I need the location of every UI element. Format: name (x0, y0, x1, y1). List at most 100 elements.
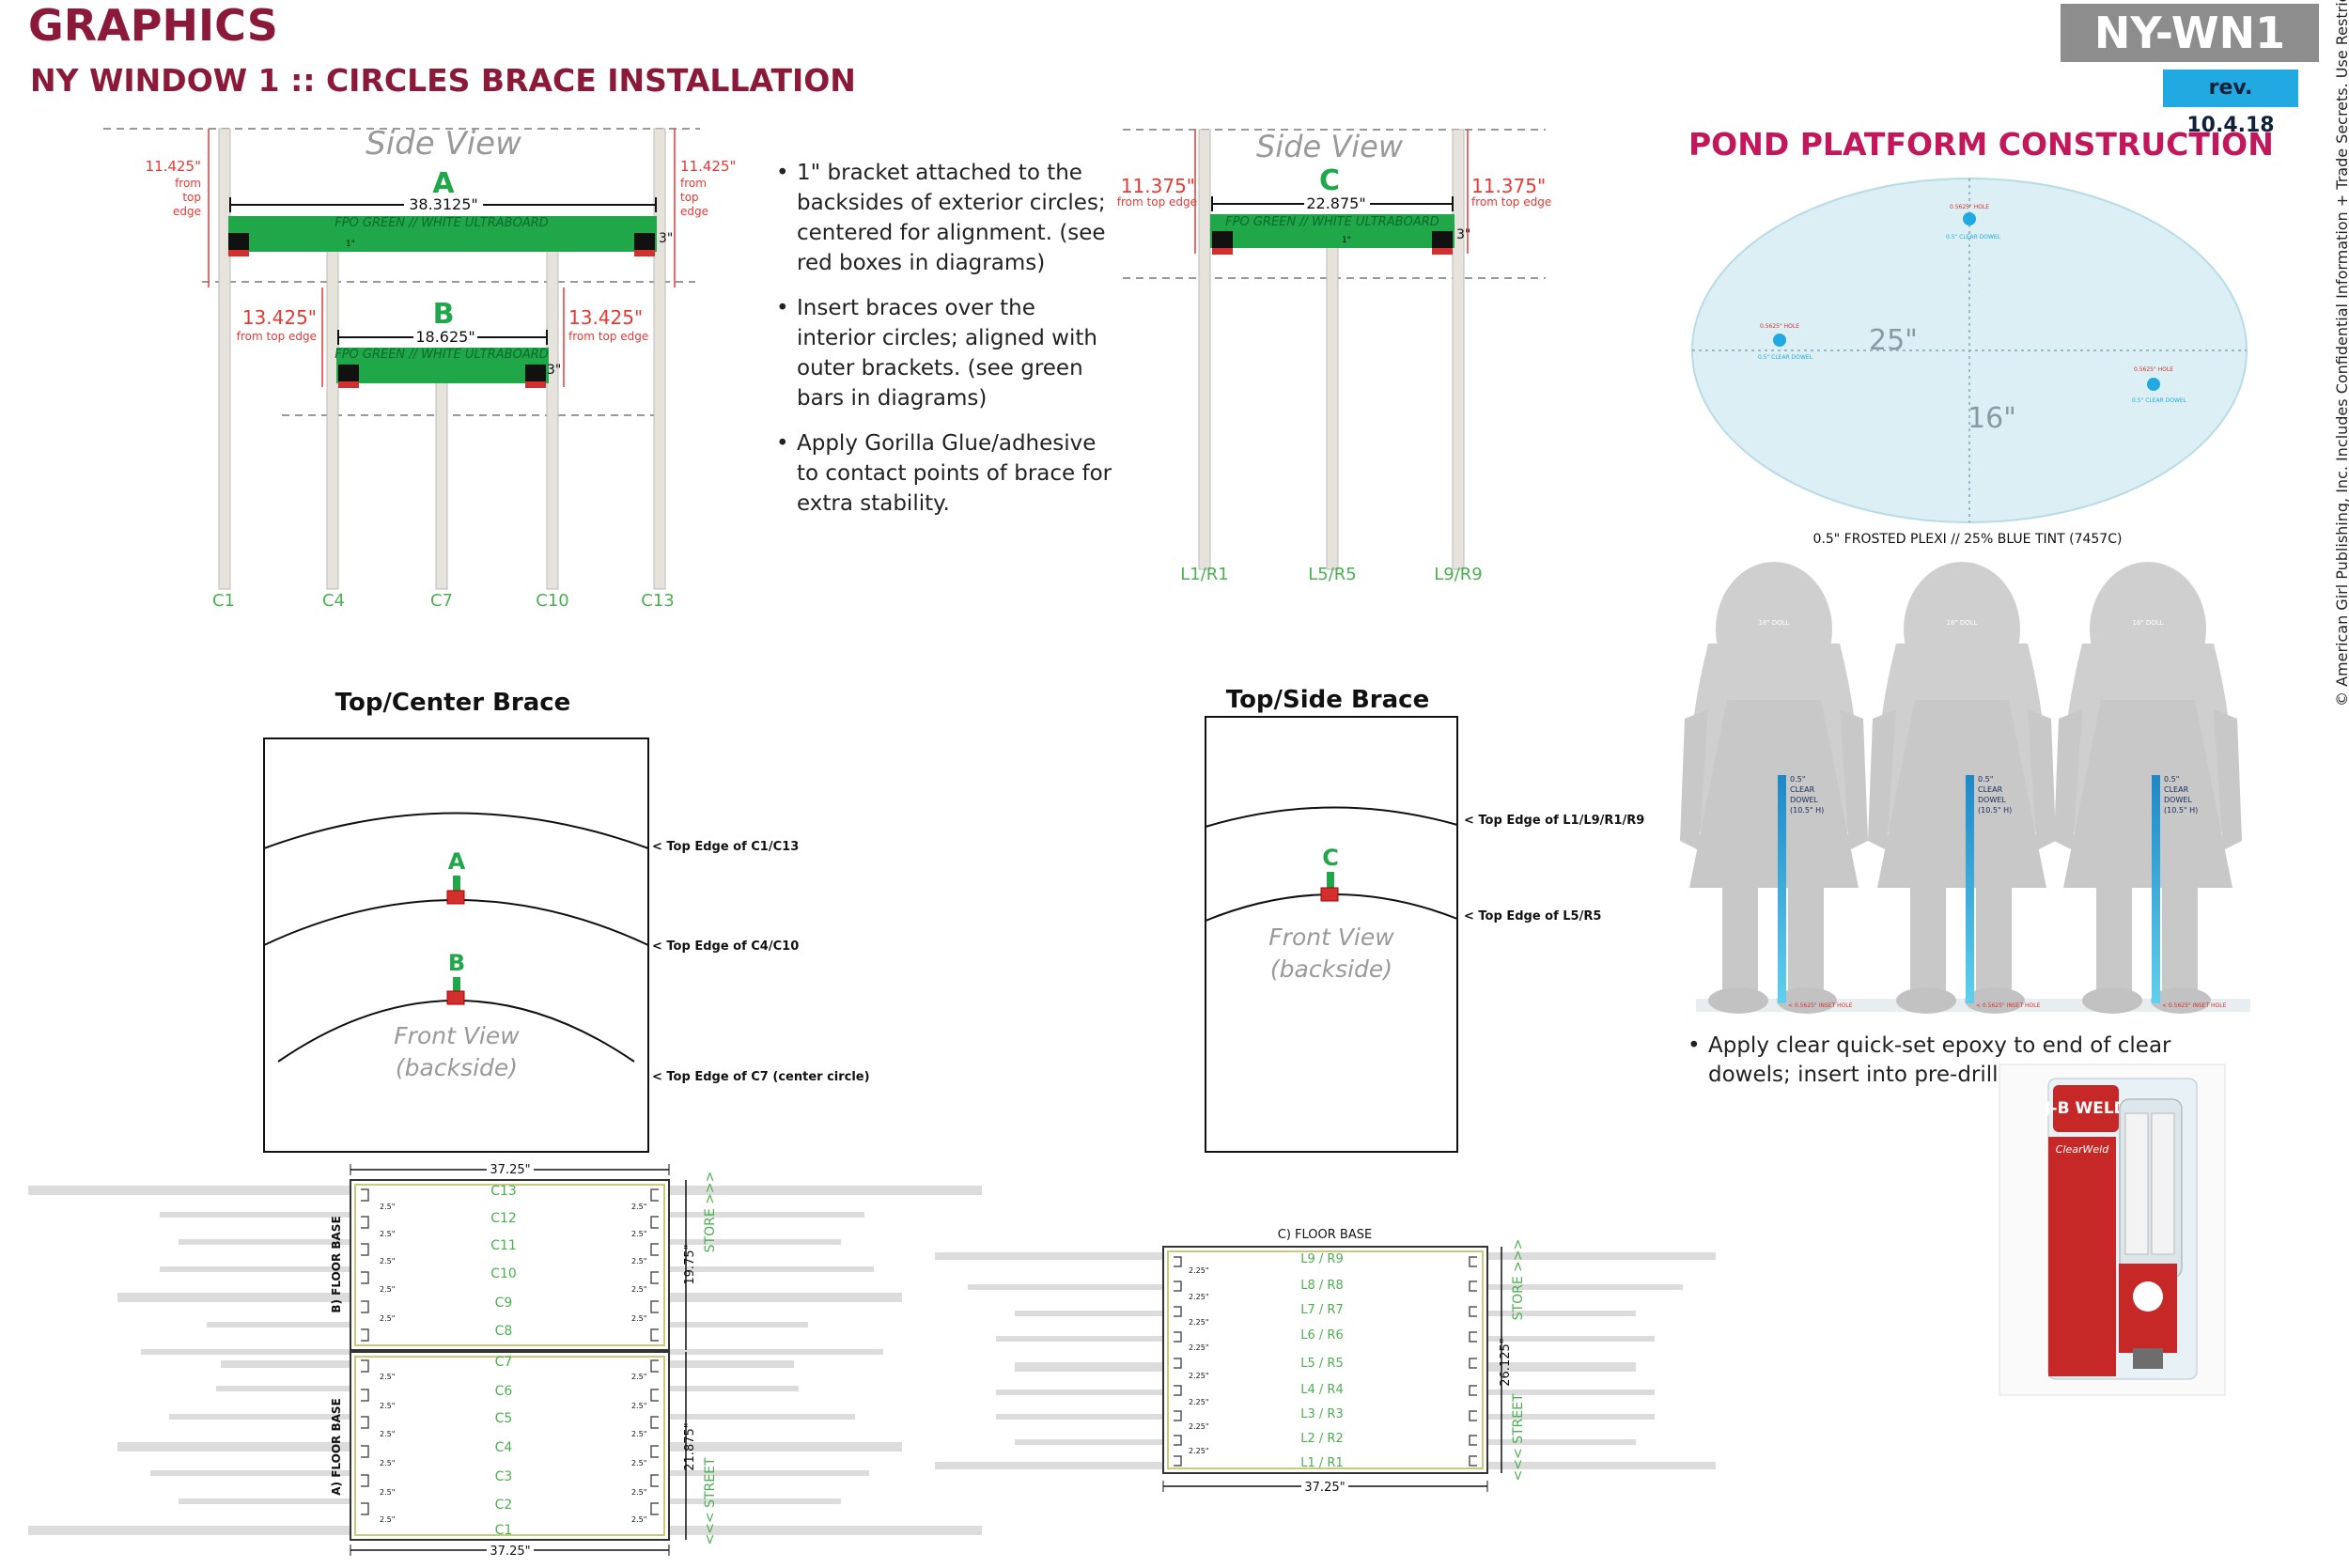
clear-dowel (1966, 775, 1974, 1003)
svg-text:2.25": 2.25" (1189, 1422, 1209, 1431)
base-width: 37.25" (490, 1163, 530, 1177)
svg-text:from top edge: from top edge (1117, 195, 1197, 209)
row-label: C1 (495, 1523, 513, 1538)
bracket-red-box (1432, 248, 1453, 255)
svg-text:2.5": 2.5" (631, 1257, 646, 1265)
bracket-red-box (446, 990, 465, 1005)
svg-text:top: top (680, 191, 699, 204)
svg-text:2.5": 2.5" (631, 1488, 646, 1497)
doll-silhouette (2054, 562, 2242, 1014)
row-label: C11 (490, 1238, 517, 1253)
svg-text:CLEAR: CLEAR (1790, 785, 1815, 794)
row-label: C7 (495, 1355, 513, 1370)
base-c-label: C) FLOOR BASE (1278, 1228, 1372, 1242)
svg-text:0.5625" HOLE: 0.5625" HOLE (1760, 323, 1799, 330)
jb-weld-product-image: J-B WELD ClearWeld (1999, 1063, 2226, 1396)
hole-tag: < 0.5625" INSET HOLE (2162, 1002, 2227, 1009)
svg-text:2.25": 2.25" (1189, 1293, 1209, 1301)
svg-text:2.5": 2.5" (380, 1515, 395, 1524)
svg-text:2.5": 2.5" (380, 1203, 395, 1211)
row-label: C5 (495, 1411, 513, 1426)
row-label: L8 / R8 (1300, 1279, 1343, 1293)
svg-text:2.5": 2.5" (631, 1203, 646, 1211)
bracket-red-box (525, 381, 546, 388)
row-label: L2 / R2 (1300, 1432, 1343, 1446)
doll-size-tag: 18" DOLL (1946, 619, 1977, 627)
svg-text:DOWEL: DOWEL (1978, 796, 2006, 804)
post-label: C7 (430, 591, 453, 611)
front-view-sublabel: (backside) (1270, 955, 1392, 983)
side-view-left: FPO GREEN // WHITE ULTRABOARD 1" 3" 38.3… (103, 125, 736, 611)
svg-text:DOWEL: DOWEL (1790, 796, 1818, 804)
svg-text:CLEAR: CLEAR (2164, 785, 2189, 794)
svg-text:0.5" CLEAR DOWEL: 0.5" CLEAR DOWEL (1758, 354, 1813, 361)
svg-text:2.5": 2.5" (631, 1515, 646, 1524)
svg-text:0.5" CLEAR DOWEL: 0.5" CLEAR DOWEL (1946, 234, 2001, 241)
row-label: C13 (490, 1184, 517, 1199)
bracket-red-box (634, 250, 655, 256)
row-label: C8 (495, 1324, 513, 1339)
svg-text:2.25": 2.25" (1189, 1343, 1209, 1352)
base-c-height: 26.125" (1499, 1338, 1513, 1386)
pond-title: POND PLATFORM CONSTRUCTION (1688, 126, 2274, 163)
base-a-label: A) FLOOR BASE (330, 1398, 343, 1495)
svg-text:2.5": 2.5" (380, 1459, 395, 1467)
post-c7 (435, 370, 448, 590)
post-label: L1/R1 (1180, 565, 1229, 584)
clear-dowel (2152, 775, 2160, 1003)
brace-c-bar (1210, 214, 1455, 248)
svg-text:0.5": 0.5" (2164, 775, 2179, 784)
post-label: C10 (536, 591, 568, 611)
pond-depth-label: 16" (1968, 402, 2016, 435)
floor-bases-ab: 37.25" 37.25" 19.75" 21.875" STORE >>> <… (28, 1161, 982, 1559)
dim-top-left: 11.425" (146, 158, 201, 175)
street-direction: <<< STREET (1511, 1393, 1526, 1481)
svg-text:0.5625" HOLE: 0.5625" HOLE (1950, 204, 1989, 210)
svg-text:2.25": 2.25" (1189, 1447, 1209, 1455)
svg-text:0.5": 0.5" (1978, 775, 1993, 784)
svg-text:2.5": 2.5" (631, 1373, 646, 1381)
front-view-frame (263, 737, 649, 1153)
row-label: C4 (495, 1440, 513, 1455)
marker-a: A (448, 848, 466, 875)
floor-base-b (350, 1179, 670, 1351)
brace-c-board-label: FPO GREEN // WHITE ULTRABOARD (1225, 215, 1439, 229)
brace-c-height: 3" (1456, 227, 1470, 242)
brace-a-letter: A (432, 167, 455, 200)
base-b-label: B) FLOOR BASE (330, 1216, 343, 1312)
post-c4 (326, 239, 339, 590)
dim-mid-right: 13.425" (568, 306, 643, 329)
pond-caption: 0.5" FROSTED PLEXI // 25% BLUE TINT (745… (1813, 532, 2123, 547)
brace-c-width: 22.875" (1306, 194, 1365, 212)
brace-a-bar (228, 216, 657, 252)
brace-a-width: 38.3125" (409, 195, 478, 213)
svg-text:2.5": 2.5" (380, 1488, 395, 1497)
pond-platform: 25" 16" 0.5625" HOLE 0.5" CLEAR DOWEL 0.… (1691, 178, 2248, 547)
edge-label: < Top Edge of C7 (center circle) (652, 1070, 870, 1084)
post-label: L9/R9 (1434, 565, 1483, 584)
row-label: C9 (495, 1296, 513, 1311)
hole-tag: < 0.5625" INSET HOLE (1976, 1002, 2041, 1009)
side-view-title: Side View (1256, 129, 1404, 164)
edge-label: < Top Edge of C1/C13 (652, 840, 799, 854)
svg-text:2.5": 2.5" (631, 1285, 646, 1294)
page-subtitle: NY WINDOW 1 :: CIRCLES BRACE INSTALLATIO… (30, 62, 856, 99)
bracket-red-box (228, 250, 249, 256)
svg-text:2.25": 2.25" (1189, 1398, 1209, 1406)
doll-size-tag: 18" DOLL (2132, 619, 2163, 627)
row-label: L5 / R5 (1300, 1357, 1343, 1371)
brace-b-letter: B (433, 298, 455, 331)
post-label: L5/R5 (1308, 565, 1357, 584)
bracket-box (525, 365, 546, 383)
svg-text:0.5" CLEAR DOWEL: 0.5" CLEAR DOWEL (2132, 397, 2187, 404)
bracket-red-box (446, 890, 465, 905)
post-l9 (1452, 129, 1465, 570)
svg-text:DOWEL: DOWEL (2164, 796, 2192, 804)
post-label: C4 (322, 591, 345, 611)
dowel-hole (1963, 212, 1976, 225)
store-direction: STORE >>> (703, 1172, 718, 1253)
row-label: C12 (490, 1211, 517, 1226)
svg-text:2.5": 2.5" (380, 1430, 395, 1438)
dowel-hole (2147, 378, 2160, 391)
svg-text:2.5": 2.5" (631, 1314, 646, 1323)
